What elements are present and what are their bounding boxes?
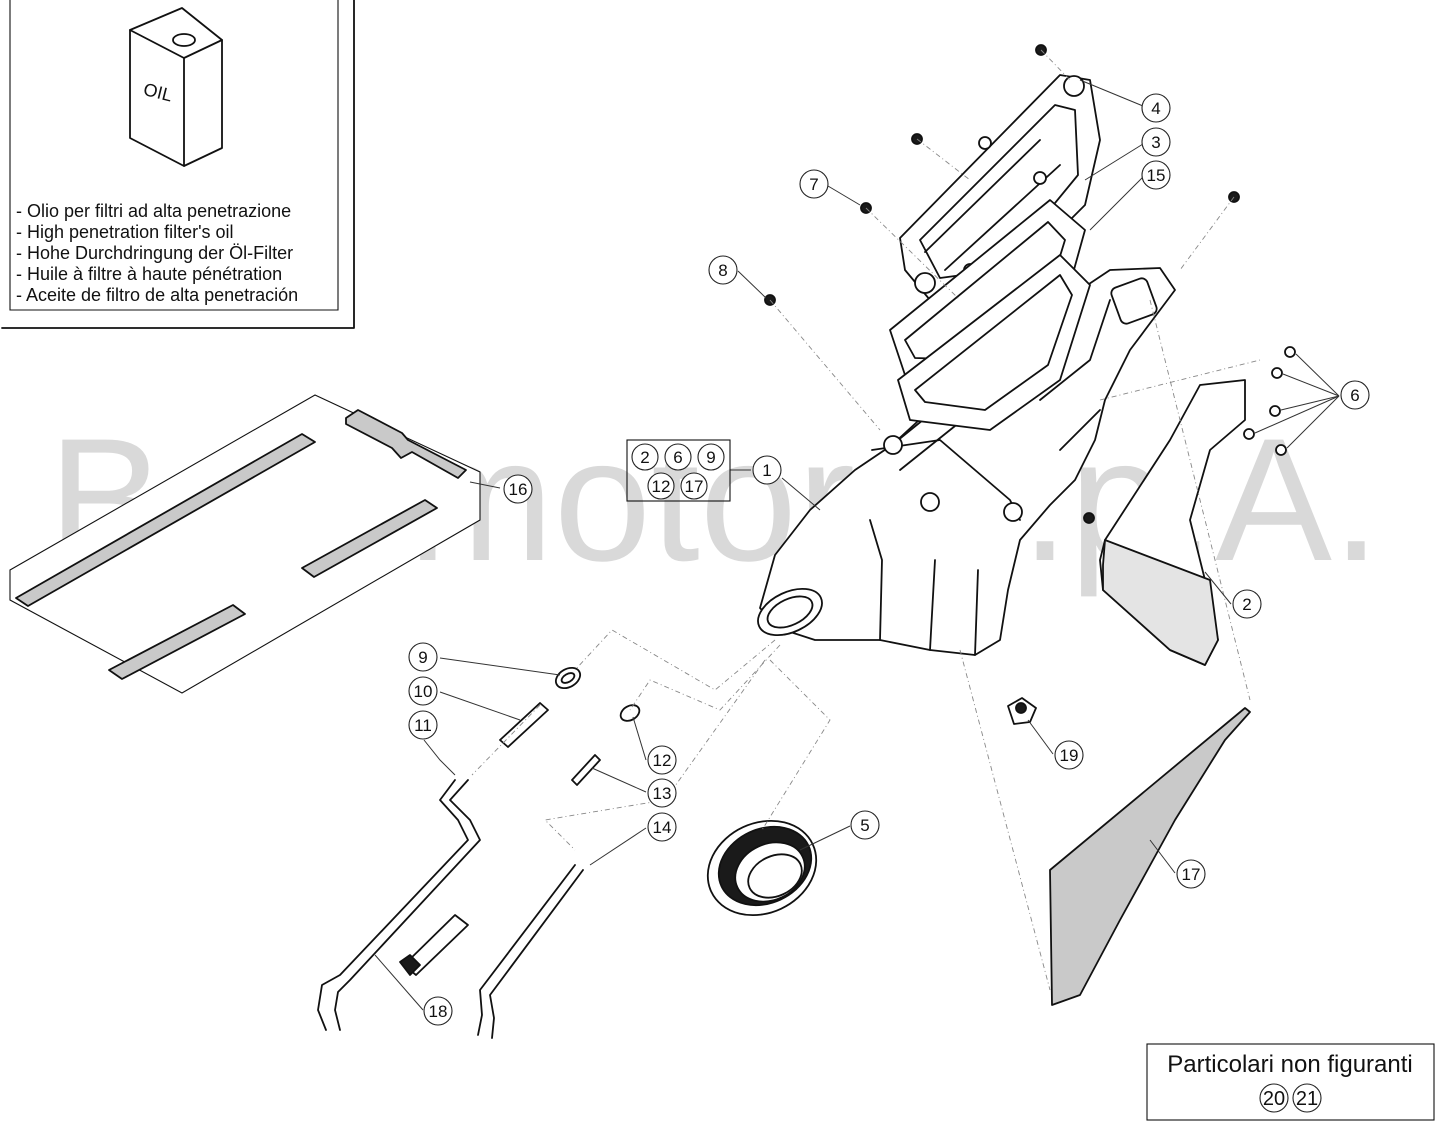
svg-text:9: 9 [418, 648, 427, 667]
svg-text:16: 16 [509, 480, 528, 499]
oil-can-icon: OIL [129, 7, 223, 167]
oil-line-3: - Hohe Durchdringung der Öl-Filter [16, 243, 293, 263]
svg-text:18: 18 [429, 1002, 448, 1021]
svg-text:7: 7 [809, 175, 818, 194]
oil-line-1: - Olio per filtri ad alta penetrazione [16, 201, 291, 221]
callout-6: 6 [1340, 380, 1370, 410]
callout-3: 3 [1141, 127, 1171, 157]
callout-13: 13 [647, 778, 677, 808]
rivets-set [1243, 346, 1296, 456]
callout-14: 14 [647, 812, 677, 842]
group-num-17-circle [680, 472, 708, 500]
group-num-9-circle [697, 443, 725, 471]
drain-hose [477, 864, 584, 1039]
not-shown-20-circle [1259, 1083, 1289, 1113]
hose-fittings [499, 666, 641, 786]
oil-info-box: OIL - Olio per filtri ad alta penetrazio… [1, 0, 355, 329]
breather-hose [317, 779, 481, 1031]
svg-text:10: 10 [414, 682, 433, 701]
callout-1: 1 [752, 455, 782, 485]
group-num-12-circle [647, 472, 675, 500]
svg-text:17: 17 [1182, 865, 1201, 884]
leader-lines [374, 79, 1340, 1011]
callout-17: 17 [1176, 859, 1206, 889]
svg-text:8: 8 [718, 261, 727, 280]
callout-5: 5 [850, 810, 880, 840]
callout-15: 15 [1141, 160, 1171, 190]
filter-cage [899, 74, 1101, 301]
not-shown-21-circle [1292, 1083, 1322, 1113]
group-num-12: 12 [652, 477, 671, 496]
callout-9: 9 [408, 642, 438, 672]
svg-text:19: 19 [1060, 746, 1079, 765]
not-shown-21: 21 [1296, 1088, 1318, 1110]
svg-text:11: 11 [414, 716, 432, 735]
group-num-17: 17 [685, 477, 704, 496]
foam-strips-kit [9, 394, 481, 694]
oil-line-2: - High penetration filter's oil [16, 222, 234, 242]
air-filter-element [889, 199, 1091, 431]
svg-text:3: 3 [1151, 133, 1160, 152]
callout-8: 8 [708, 255, 738, 285]
callout-10: 10 [408, 676, 438, 706]
svg-text:2: 2 [1242, 595, 1251, 614]
assembly-lines [471, 49, 1261, 991]
group-box: 2 6 9 12 17 [626, 439, 731, 502]
group-num-6: 6 [673, 448, 682, 467]
callout-19: 19 [1054, 740, 1084, 770]
svg-text:5: 5 [860, 816, 869, 835]
airbox-side-cover [1099, 379, 1246, 666]
callout-16: 16 [503, 474, 533, 504]
callout-18: 18 [423, 996, 453, 1026]
side-panel-sticker [1049, 707, 1251, 1006]
group-num-6-circle [664, 443, 692, 471]
svg-text:13: 13 [653, 784, 672, 803]
screws [764, 44, 1240, 725]
not-shown-parts-box: Particolari non figuranti 20 21 [1146, 1043, 1435, 1121]
not-shown-20: 20 [1263, 1088, 1285, 1110]
group-num-9: 9 [706, 448, 715, 467]
oil-line-5: - Aceite de filtro de alta penetración [16, 285, 298, 305]
svg-text:12: 12 [653, 751, 672, 770]
callout-7: 7 [799, 169, 829, 199]
group-num-2: 2 [640, 448, 649, 467]
callout-11: 11 [408, 710, 438, 740]
callout-12: 12 [647, 745, 677, 775]
svg-text:1: 1 [762, 461, 771, 480]
svg-text:6: 6 [1350, 386, 1359, 405]
svg-text:15: 15 [1147, 166, 1166, 185]
callout-4: 4 [1141, 93, 1171, 123]
airbox-housing [757, 267, 1176, 656]
intake-rubber-boot [706, 819, 818, 917]
group-num-2-circle [631, 443, 659, 471]
callout-2: 2 [1232, 589, 1262, 619]
oil-line-4: - Huile à filtre à haute pénétration [16, 264, 282, 284]
svg-text:14: 14 [653, 818, 672, 837]
not-shown-title: Particolari non figuranti [1167, 1051, 1412, 1078]
svg-text:4: 4 [1151, 99, 1160, 118]
